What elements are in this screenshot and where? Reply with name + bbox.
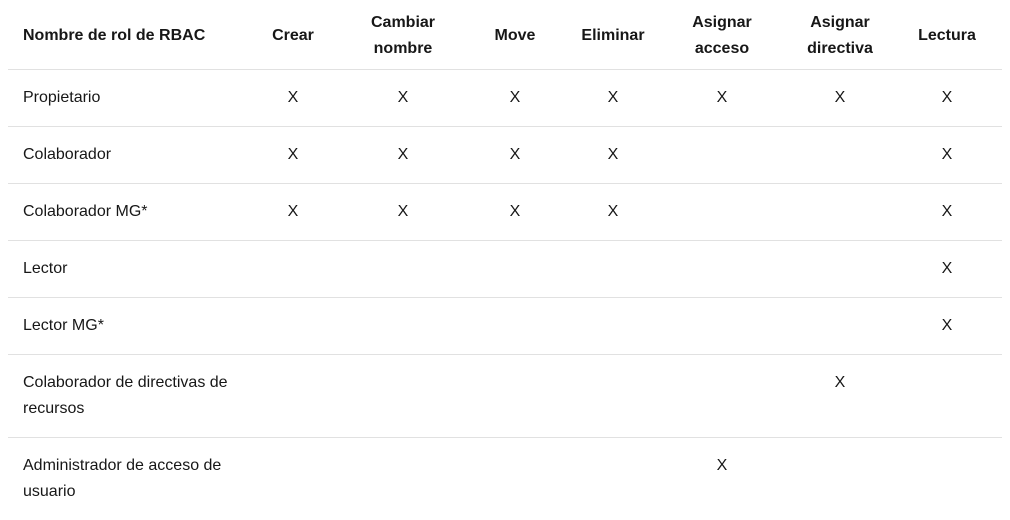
role-name-cell: Lector bbox=[8, 241, 240, 298]
permission-cell bbox=[892, 438, 1002, 520]
permission-cell bbox=[240, 298, 346, 355]
header-create: Crear bbox=[240, 0, 346, 70]
permission-cell bbox=[460, 355, 570, 438]
permission-cell bbox=[788, 298, 892, 355]
table-row: Lector MG* X bbox=[8, 298, 1002, 355]
permission-cell bbox=[346, 438, 460, 520]
permission-cell: X bbox=[460, 127, 570, 184]
role-name-cell: Colaborador MG* bbox=[8, 184, 240, 241]
permission-cell bbox=[460, 298, 570, 355]
rbac-permissions-table: Nombre de rol de RBAC Crear Cambiar nomb… bbox=[8, 0, 1002, 520]
permission-cell: X bbox=[346, 70, 460, 127]
table-row: Administrador de acceso de usuario X bbox=[8, 438, 1002, 520]
permission-cell bbox=[656, 241, 788, 298]
header-assign-policy: Asignar directiva bbox=[788, 0, 892, 70]
permission-cell bbox=[460, 438, 570, 520]
permission-cell bbox=[346, 241, 460, 298]
permission-cell: X bbox=[570, 127, 656, 184]
role-name-cell: Colaborador de directivas de recursos bbox=[8, 355, 240, 438]
permission-cell: X bbox=[656, 70, 788, 127]
table-row: Propietario X X X X X X X bbox=[8, 70, 1002, 127]
role-name-cell: Lector MG* bbox=[8, 298, 240, 355]
permission-cell: X bbox=[788, 70, 892, 127]
permission-cell bbox=[570, 438, 656, 520]
header-move: Move bbox=[460, 0, 570, 70]
permission-cell: X bbox=[892, 184, 1002, 241]
permission-cell: X bbox=[656, 438, 788, 520]
table-row: Colaborador X X X X X bbox=[8, 127, 1002, 184]
table-row: Lector X bbox=[8, 241, 1002, 298]
permission-cell: X bbox=[240, 184, 346, 241]
permission-cell bbox=[788, 127, 892, 184]
permission-cell bbox=[240, 355, 346, 438]
permission-cell bbox=[240, 438, 346, 520]
header-assign-access: Asignar acceso bbox=[656, 0, 788, 70]
permission-cell: X bbox=[570, 70, 656, 127]
permission-cell bbox=[656, 184, 788, 241]
permission-cell: X bbox=[346, 184, 460, 241]
permission-cell bbox=[570, 355, 656, 438]
permission-cell bbox=[460, 241, 570, 298]
permission-cell bbox=[240, 241, 346, 298]
permission-cell: X bbox=[460, 70, 570, 127]
table-row: Colaborador de directivas de recursos X bbox=[8, 355, 1002, 438]
role-name-cell: Colaborador bbox=[8, 127, 240, 184]
permission-cell bbox=[570, 241, 656, 298]
permission-cell bbox=[346, 355, 460, 438]
role-name-cell: Administrador de acceso de usuario bbox=[8, 438, 240, 520]
header-rename: Cambiar nombre bbox=[346, 0, 460, 70]
permission-cell: X bbox=[788, 355, 892, 438]
permission-cell bbox=[656, 298, 788, 355]
permission-cell bbox=[788, 184, 892, 241]
permission-cell: X bbox=[460, 184, 570, 241]
header-role-name: Nombre de rol de RBAC bbox=[8, 0, 240, 70]
permission-cell bbox=[892, 355, 1002, 438]
header-row: Nombre de rol de RBAC Crear Cambiar nomb… bbox=[8, 0, 1002, 70]
permission-cell bbox=[788, 241, 892, 298]
header-read: Lectura bbox=[892, 0, 1002, 70]
header-delete: Eliminar bbox=[570, 0, 656, 70]
permission-cell: X bbox=[346, 127, 460, 184]
permission-cell: X bbox=[892, 70, 1002, 127]
permission-cell bbox=[346, 298, 460, 355]
role-name-cell: Propietario bbox=[8, 70, 240, 127]
permission-cell: X bbox=[892, 298, 1002, 355]
permission-cell: X bbox=[240, 70, 346, 127]
permission-cell: X bbox=[570, 184, 656, 241]
table-row: Colaborador MG* X X X X X bbox=[8, 184, 1002, 241]
permission-cell bbox=[656, 127, 788, 184]
permission-cell: X bbox=[892, 241, 1002, 298]
permission-cell bbox=[656, 355, 788, 438]
permission-cell: X bbox=[892, 127, 1002, 184]
permission-cell bbox=[788, 438, 892, 520]
permission-cell bbox=[570, 298, 656, 355]
permission-cell: X bbox=[240, 127, 346, 184]
